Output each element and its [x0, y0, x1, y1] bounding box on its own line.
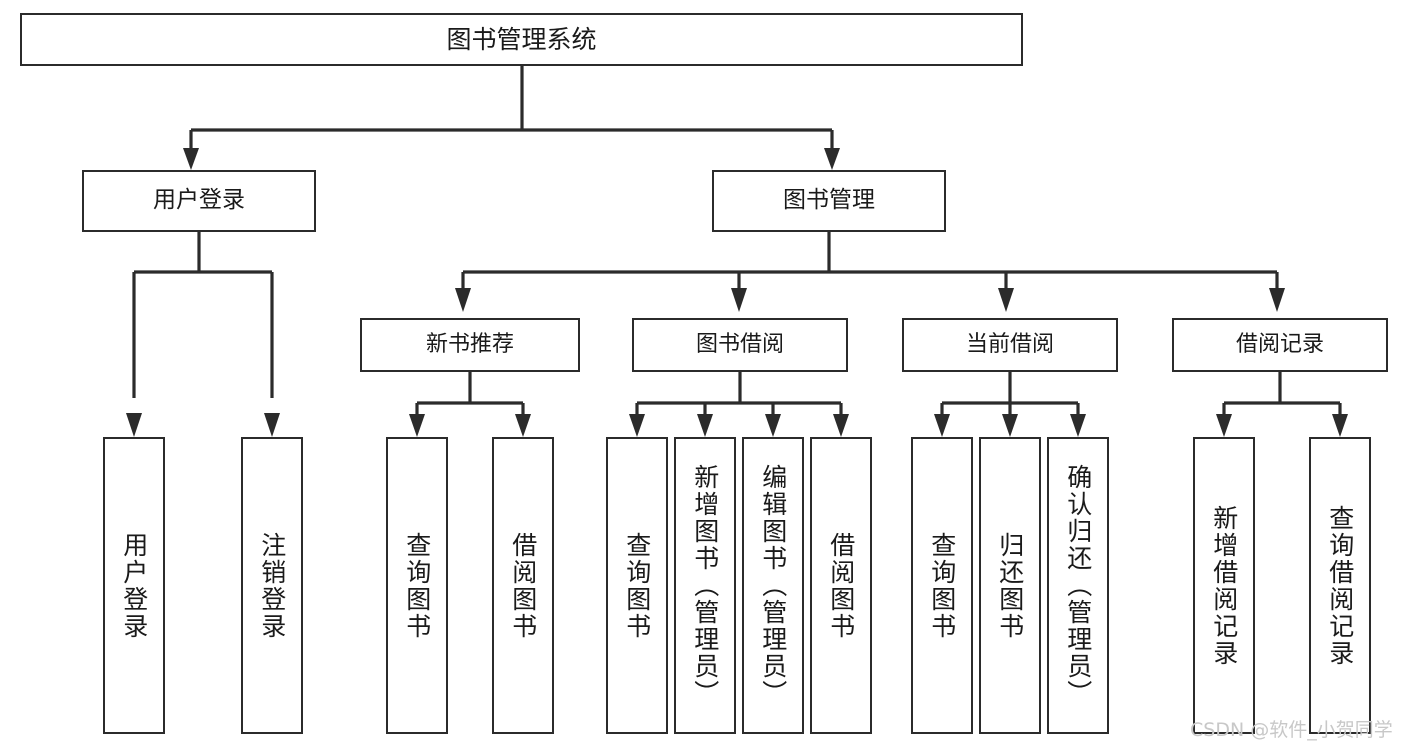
node-leaf-borrow-book-1[interactable]: 借阅图书 — [492, 437, 554, 734]
node-book-borrow[interactable]: 图书借阅 — [632, 318, 848, 372]
node-root-system-label: 图书管理系统 — [446, 24, 597, 54]
node-leaf-edit-book-admin[interactable]: 编辑图书（管理员） — [742, 437, 804, 734]
node-leaf-add-borrow-record-label: 新增借阅记录 — [1209, 504, 1239, 667]
node-current-borrow[interactable]: 当前借阅 — [902, 318, 1118, 372]
node-leaf-user-login[interactable]: 用户登录 — [103, 437, 165, 734]
node-leaf-confirm-return-admin[interactable]: 确认归还（管理员） — [1047, 437, 1109, 734]
node-borrow-record[interactable]: 借阅记录 — [1172, 318, 1388, 372]
node-leaf-confirm-return-admin-label: 确认归还（管理员） — [1063, 464, 1093, 707]
node-leaf-query-book-1[interactable]: 查询图书 — [386, 437, 448, 734]
node-leaf-return-book-label: 归还图书 — [995, 531, 1025, 640]
node-leaf-query-borrow-record-label: 查询借阅记录 — [1325, 504, 1355, 667]
node-user-login-label: 用户登录 — [153, 187, 245, 214]
node-book-borrow-label: 图书借阅 — [695, 332, 784, 358]
node-user-login[interactable]: 用户登录 — [82, 170, 316, 232]
node-book-manage-label: 图书管理 — [783, 187, 875, 214]
node-leaf-query-book-3-label: 查询图书 — [927, 531, 957, 640]
node-current-borrow-label: 当前借阅 — [965, 332, 1054, 358]
node-leaf-return-book[interactable]: 归还图书 — [979, 437, 1041, 734]
node-book-manage[interactable]: 图书管理 — [712, 170, 946, 232]
node-root-system[interactable]: 图书管理系统 — [20, 13, 1023, 66]
node-leaf-logout-login[interactable]: 注销登录 — [241, 437, 303, 734]
node-leaf-edit-book-admin-label: 编辑图书（管理员） — [758, 464, 788, 707]
node-leaf-add-book-admin[interactable]: 新增图书（管理员） — [674, 437, 736, 734]
node-leaf-query-book-2-label: 查询图书 — [622, 531, 652, 640]
node-leaf-query-book-2[interactable]: 查询图书 — [606, 437, 668, 734]
node-leaf-borrow-book-2-label: 借阅图书 — [826, 531, 856, 640]
node-leaf-query-book-3[interactable]: 查询图书 — [911, 437, 973, 734]
node-leaf-user-login-label: 用户登录 — [119, 531, 149, 640]
node-borrow-record-label: 借阅记录 — [1235, 332, 1324, 358]
node-leaf-borrow-book-1-label: 借阅图书 — [508, 531, 538, 640]
node-leaf-query-borrow-record[interactable]: 查询借阅记录 — [1309, 437, 1371, 734]
node-new-book-recommend[interactable]: 新书推荐 — [360, 318, 580, 372]
node-leaf-add-book-admin-label: 新增图书（管理员） — [690, 464, 720, 707]
node-leaf-logout-login-label: 注销登录 — [257, 531, 287, 640]
node-leaf-add-borrow-record[interactable]: 新增借阅记录 — [1193, 437, 1255, 734]
csdn-watermark: CSDN @软件_小贺同学 — [1190, 719, 1393, 741]
node-leaf-borrow-book-2[interactable]: 借阅图书 — [810, 437, 872, 734]
node-new-book-recommend-label: 新书推荐 — [425, 332, 514, 358]
node-leaf-query-book-1-label: 查询图书 — [402, 531, 432, 640]
